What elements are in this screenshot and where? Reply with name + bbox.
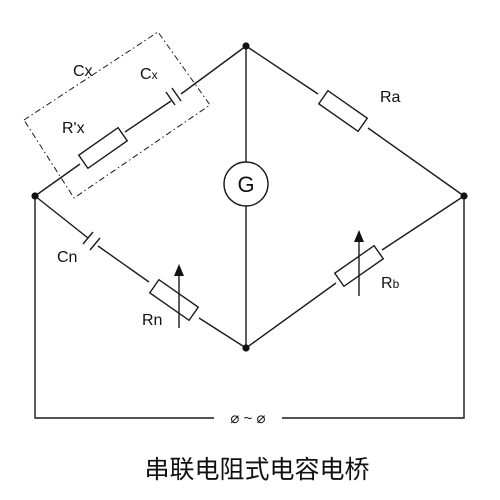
wire-left-bottom-c [198,317,247,349]
label-rx: R'x [62,120,85,137]
capacitor-cx-plate-1 [165,91,176,106]
rb-variable-arrow-head [354,230,364,242]
wire-left-bottom-b [97,245,150,283]
wire-bottom-right-b [381,195,465,251]
capacitor-cx-plate-2 [171,87,182,102]
label-ra: Ra [380,89,401,106]
rn-variable-arrow-head [174,264,184,276]
node-left [31,192,39,200]
ac-source-symbol: ⌀ ~ ⌀ [230,410,265,427]
label-cx-box: Cx [73,63,93,80]
galvanometer-label: G [237,172,254,197]
wire-source-left [34,196,214,419]
wire-left-top-b [124,100,172,133]
wire-bottom-right-a [245,282,337,349]
wire-source-right [282,196,465,419]
wire-top-right-b [367,127,465,197]
node-right [460,192,468,200]
wire-left-top-c [180,45,247,95]
capacitor-cn-plate-2 [89,237,101,251]
capacitor-cn-plate-1 [82,231,94,245]
label-cn: Cn [57,249,77,266]
label-rb: Rb [381,275,400,292]
wire-left-top-a [34,163,81,197]
diagram-caption: 串联电阻式电容电桥 [144,455,369,484]
wire-top-right-a [245,45,319,95]
resistor-ra [317,89,369,133]
wire-left-bottom-a [34,195,89,239]
cx-dashed-box [23,31,211,199]
label-rn: Rn [142,312,162,329]
resistor-rx [77,126,129,170]
label-cx-cap: Cx [140,66,158,83]
node-bottom [242,344,250,352]
galvanometer-circle [223,161,269,207]
node-top [242,42,250,50]
